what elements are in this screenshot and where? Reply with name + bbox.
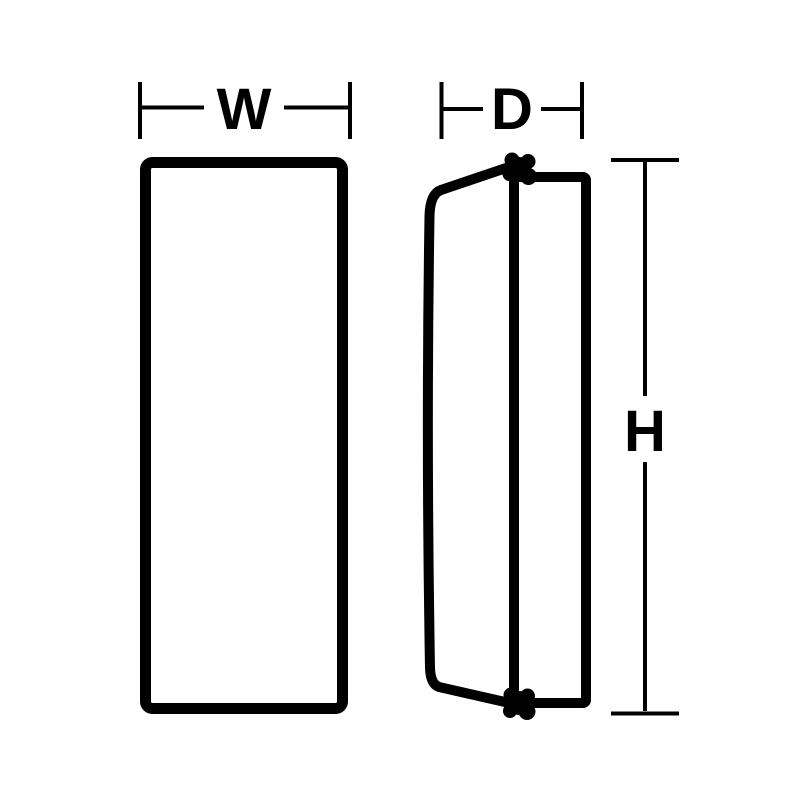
height-dim-label: H <box>624 399 666 464</box>
width-dim-label: W <box>217 77 272 142</box>
height-dimension: H <box>611 158 679 716</box>
front-view <box>140 157 348 714</box>
side-view <box>422 152 591 720</box>
depth-dim-label: D <box>491 77 533 142</box>
side-view-shade-outline <box>422 163 511 707</box>
width-dimension: W <box>138 77 352 142</box>
depth-dimension: D <box>439 77 584 142</box>
side-view-backplate-outline <box>509 172 591 708</box>
bottom-screw-knob <box>503 687 536 720</box>
top-screw-knob <box>502 152 537 185</box>
front-view-outline <box>140 157 348 714</box>
